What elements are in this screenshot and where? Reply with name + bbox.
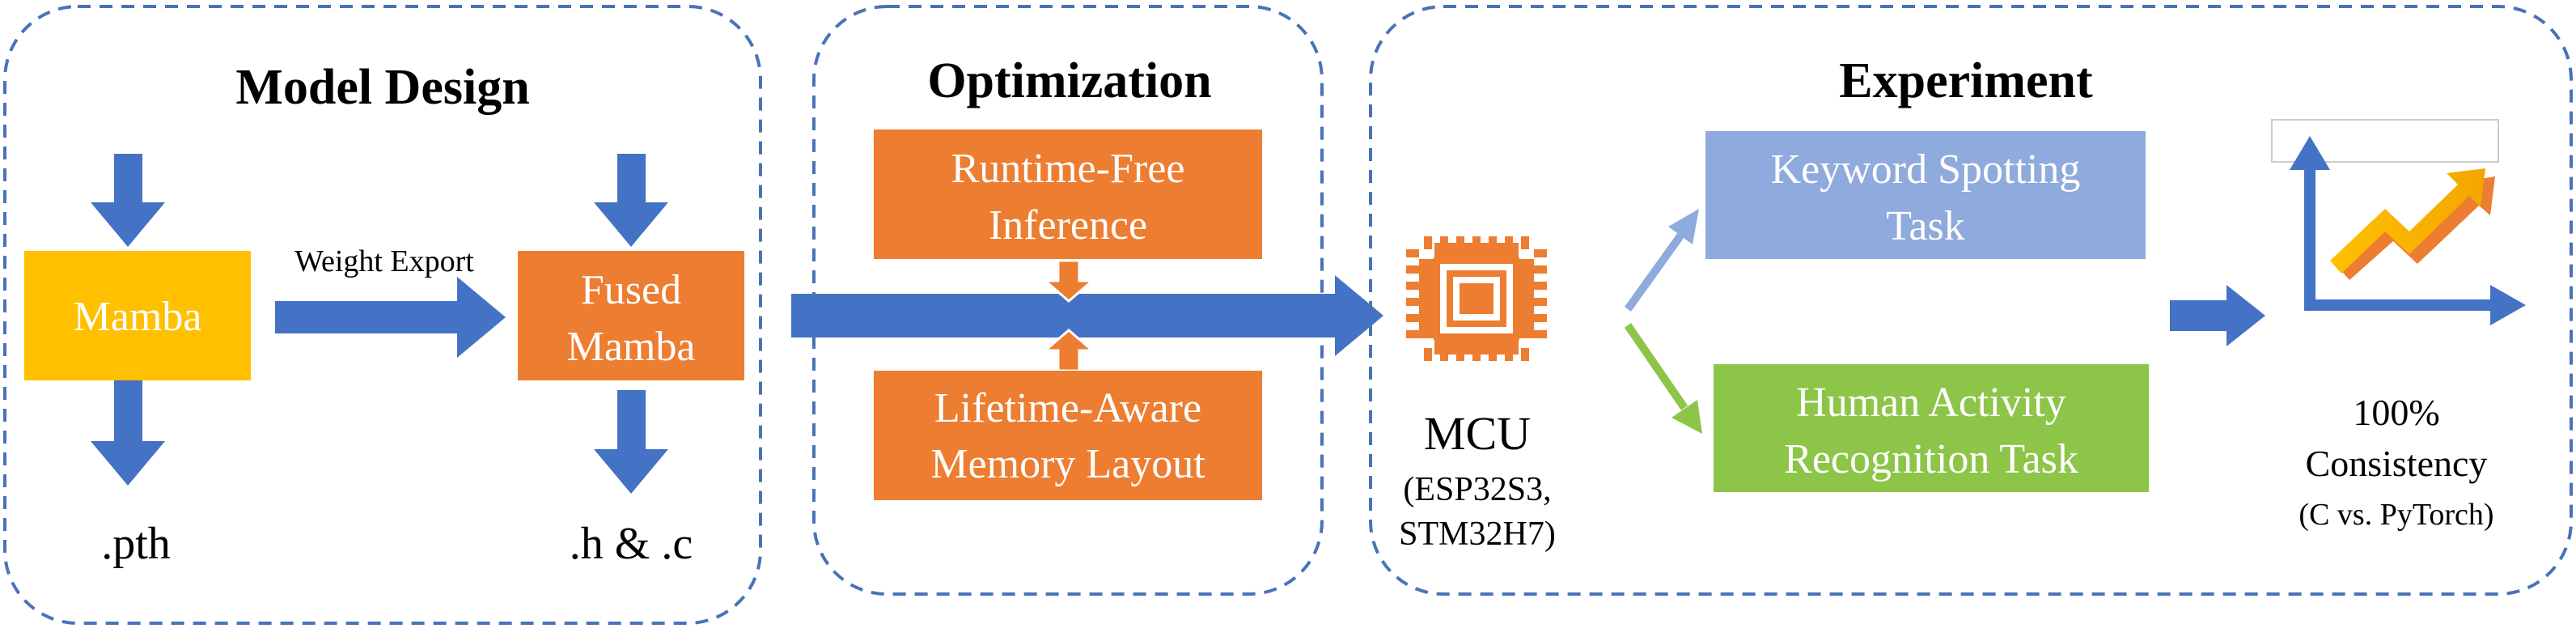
model-design-title: Model Design	[235, 60, 529, 115]
mcu-to-har-arrowhead	[1671, 400, 1702, 434]
optimization-title: Optimization	[927, 53, 1211, 108]
experiment-title: Experiment	[1839, 53, 2093, 108]
hc-label: .h & .c	[570, 519, 693, 569]
mamba-box	[24, 251, 251, 380]
weight-export-arrow	[275, 277, 506, 358]
kws-label-1: Keyword Spotting	[1771, 146, 2081, 193]
lifetime-aware-up-arrow	[1041, 329, 1096, 372]
lifetime-aware-memory-box	[874, 371, 1262, 500]
main-flow-arrow	[791, 275, 1383, 356]
mcu-platform-1: (ESP32S3,	[1403, 471, 1551, 508]
rising-chart-icon	[2271, 119, 2526, 325]
arrow-mamba-to-pth	[91, 380, 165, 486]
result-line-1: 100%	[2353, 392, 2439, 433]
result-line-2: Consistency	[2306, 443, 2488, 484]
fused-mamba-label-1: Fused	[581, 267, 681, 313]
fused-mamba-box	[518, 251, 744, 380]
lifetime-aware-label-1: Lifetime-Aware	[934, 385, 1201, 431]
runtime-free-down-arrow	[1041, 259, 1096, 303]
weight-export-label: Weight Export	[294, 244, 474, 278]
mcu-to-kws-arrowhead	[1668, 209, 1699, 244]
experiment-panel	[1369, 5, 2573, 596]
mamba-label: Mamba	[74, 294, 202, 340]
result-line-3: (C vs. PyTorch)	[2298, 498, 2493, 532]
mcu-platform-2: STM32H7)	[1399, 516, 1556, 553]
lifetime-aware-label-2: Memory Layout	[930, 441, 1205, 487]
runtime-free-label-2: Inference	[989, 202, 1147, 248]
har-label-1: Human Activity	[1796, 380, 2066, 426]
mcu-to-har-arrow	[1624, 323, 1688, 410]
mcu-to-kws-arrow	[1624, 232, 1685, 312]
arrow-into-mamba	[91, 154, 165, 247]
keyword-spotting-box	[1705, 131, 2146, 259]
pth-label: .pth	[101, 519, 171, 569]
fused-mamba-label-2: Mamba	[567, 324, 696, 370]
kws-label-2: Task	[1886, 203, 1964, 249]
runtime-free-label-1: Runtime-Free	[951, 146, 1185, 192]
har-box	[1714, 364, 2149, 492]
runtime-free-inference-box	[874, 129, 1262, 259]
har-label-2: Recognition Task	[1784, 436, 2078, 482]
to-result-arrow	[2170, 285, 2265, 346]
mcu-label: MCU	[1424, 407, 1531, 460]
mcu-chip-icon	[1406, 236, 1547, 361]
arrow-into-fused-mamba	[594, 154, 668, 247]
arrow-fused-to-hc	[594, 390, 668, 494]
